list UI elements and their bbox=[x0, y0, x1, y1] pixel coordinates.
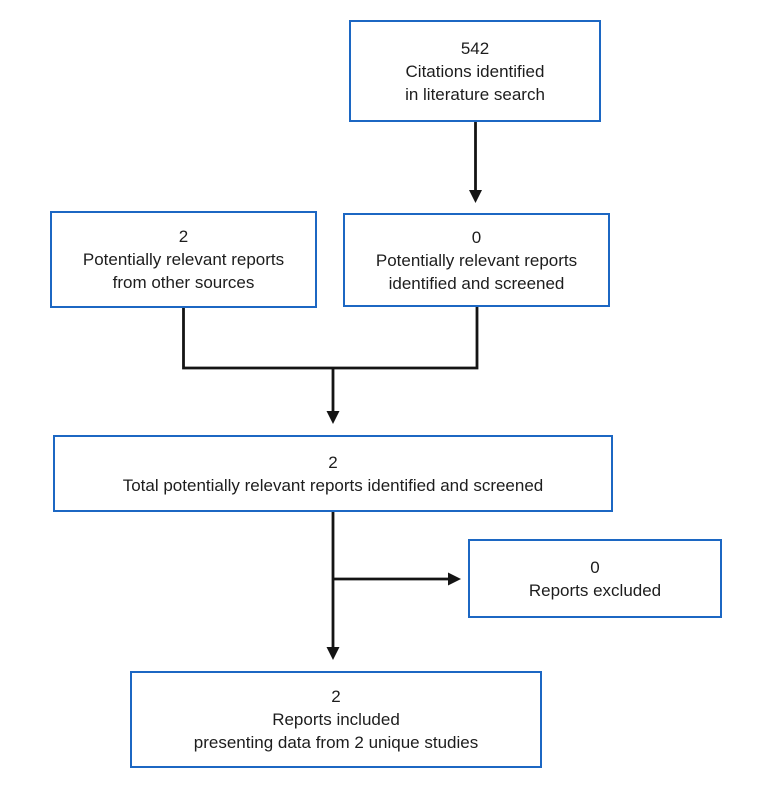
box-count: 2 bbox=[178, 227, 189, 246]
box-label-line: from other sources bbox=[112, 273, 255, 292]
box-identified-screened: 0 Potentially relevant reports identifie… bbox=[343, 213, 610, 307]
box-count: 0 bbox=[590, 557, 600, 577]
box-citations-identified: 542 Citations identified in literature s… bbox=[349, 20, 601, 122]
box-count: 2 bbox=[331, 687, 341, 706]
box-label-line: in literature search bbox=[405, 84, 545, 104]
box-label-line: Potentially relevant reports bbox=[375, 250, 578, 270]
box-total-screened: 2 Total potentially relevant reports ide… bbox=[53, 435, 613, 512]
box-label-line: Total potentially relevant reports ident… bbox=[122, 475, 544, 495]
box-reports-included: 2 Reports included presenting data from … bbox=[130, 671, 542, 768]
box-label-line: Citations identified bbox=[405, 61, 545, 81]
box-count: 2 bbox=[328, 452, 338, 472]
box-label-line: Reports included bbox=[272, 710, 400, 729]
box-label-line: Potentially relevant reports bbox=[82, 250, 285, 269]
box-reports-excluded: 0 Reports excluded bbox=[468, 539, 722, 618]
box-count: 0 bbox=[471, 227, 482, 247]
box-count: 542 bbox=[460, 38, 490, 58]
box-other-sources: 2 Potentially relevant reports from othe… bbox=[50, 211, 317, 308]
box-label-line: presenting data from 2 unique studies bbox=[193, 733, 479, 752]
box-label-line: Reports excluded bbox=[528, 580, 662, 600]
box-label-line: identified and screened bbox=[388, 273, 565, 293]
connector-merge-elbow bbox=[182, 307, 479, 370]
